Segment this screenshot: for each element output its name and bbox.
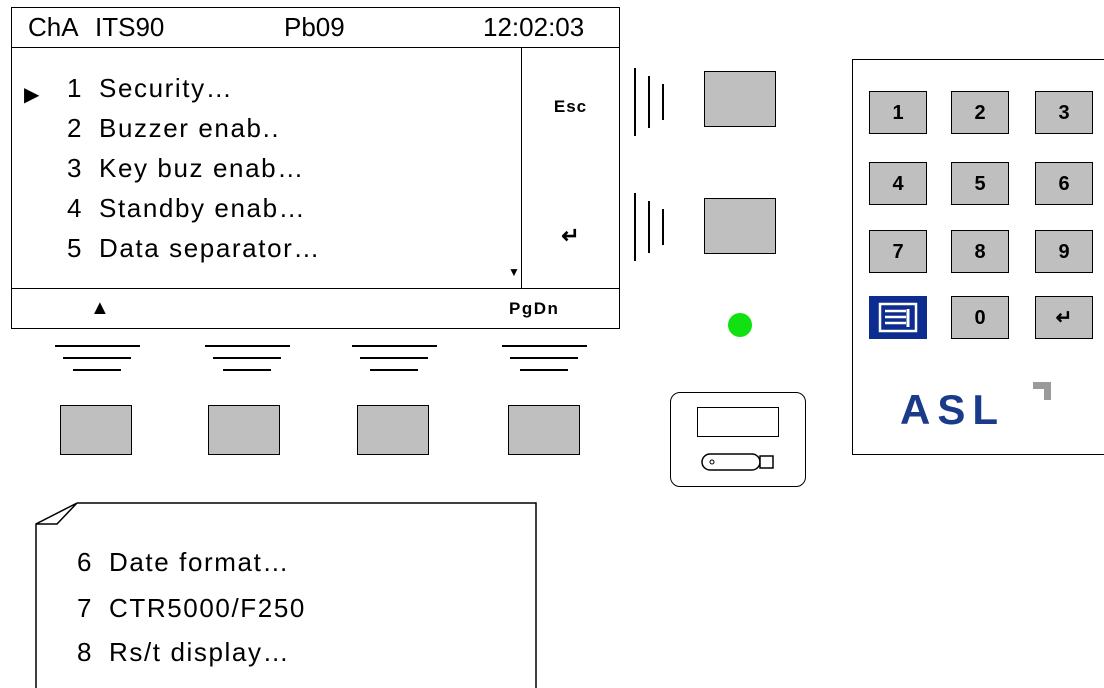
- key-5[interactable]: 5: [951, 162, 1009, 205]
- lcd-header: ChA ITS90 Pb09 12:02:03: [12, 8, 619, 48]
- menu-item-label: Key buz enab…: [99, 153, 305, 183]
- menu-item-label: Security…: [99, 73, 234, 103]
- softkey-2-button[interactable]: [208, 405, 280, 455]
- menu-item-data-separator[interactable]: 5 Data separator…: [67, 233, 321, 263]
- key-8[interactable]: 8: [951, 230, 1009, 273]
- up-arrow-icon: ▲: [90, 297, 110, 319]
- menu-item-key-buzzer[interactable]: 3 Key buz enab…: [67, 153, 305, 183]
- keypad-panel: 1 2 3 4 5 6 7 8 9 0 ↵ ASL: [852, 59, 1104, 455]
- esc-softkey-label: Esc: [553, 97, 588, 116]
- key-6[interactable]: 6: [1035, 162, 1093, 205]
- menu-item-label: Date format…: [109, 547, 291, 577]
- enter-softkey-label: ↵: [561, 223, 580, 248]
- usb-port: [670, 392, 806, 487]
- key-3[interactable]: 3: [1035, 91, 1093, 134]
- menu-item-number: 1: [67, 73, 84, 103]
- menu-item-standby[interactable]: 4 Standby enab…: [67, 193, 306, 223]
- key-enter[interactable]: ↵: [1035, 296, 1093, 339]
- menu-item-security[interactable]: 1 Security…: [67, 73, 233, 103]
- menu-item-label: Rs/t display…: [109, 637, 291, 667]
- menu-item-label: Data separator…: [99, 233, 321, 263]
- menu-item-label: Buzzer enab..: [99, 113, 281, 143]
- clock-label: 12:02:03: [483, 12, 585, 42]
- usb-slot: [697, 407, 779, 437]
- key-2[interactable]: 2: [951, 91, 1009, 134]
- menu-item-number: 6: [77, 547, 94, 577]
- menu-item-buzzer[interactable]: 2 Buzzer enab..: [67, 113, 280, 143]
- asl-logo: ASL: [900, 386, 1005, 433]
- menu-list: ▶ 1 Security… 2 Buzzer enab.. 3 Key buz ena…: [12, 48, 522, 288]
- softkey-up-button[interactable]: [60, 405, 132, 455]
- menu-item-number: 2: [67, 113, 84, 143]
- lcd-display: ChA ITS90 Pb09 12:02:03 ▶ 1 Security… 2 Bu…: [11, 7, 620, 329]
- continued-item-rst-display: 8 Rs/t display…: [77, 637, 290, 667]
- menu-item-number: 4: [67, 193, 84, 223]
- logo-corner-mark: [1033, 382, 1051, 400]
- softkey-3-button[interactable]: [357, 405, 429, 455]
- lcd-footer: ▲ PgDn: [12, 288, 619, 328]
- menu-item-number: 8: [77, 637, 94, 667]
- esc-button[interactable]: [704, 71, 776, 127]
- menu-screen-icon: [878, 302, 918, 333]
- enter-side-button[interactable]: [704, 198, 776, 254]
- probe-label: Pb09: [284, 12, 345, 42]
- key-0[interactable]: 0: [951, 296, 1009, 339]
- key-9[interactable]: 9: [1035, 230, 1093, 273]
- softkey-pgdn-button[interactable]: [508, 405, 580, 455]
- menu-item-number: 7: [77, 593, 94, 623]
- menu-item-label: Standby enab…: [99, 193, 307, 223]
- menu-item-number: 5: [67, 233, 84, 263]
- cursor-arrow-icon: ▶: [24, 84, 40, 106]
- scale-label: ITS90: [95, 12, 165, 42]
- status-led: [728, 313, 752, 337]
- channel-label: ChA: [28, 12, 79, 42]
- scroll-down-icon: ▼: [508, 265, 520, 279]
- key-4[interactable]: 4: [869, 162, 927, 205]
- usb-stick-icon: [701, 453, 774, 471]
- softkey-label-column: Esc ↵: [522, 48, 619, 288]
- esc-marker-lines: [634, 68, 684, 136]
- continued-item-date-format: 6 Date format…: [77, 547, 290, 577]
- pgdn-softkey-label: PgDn: [509, 299, 560, 318]
- menu-item-label: CTR5000/F250: [109, 593, 306, 623]
- continued-item-ctr5000: 7 CTR5000/F250: [77, 593, 306, 623]
- key-1[interactable]: 1: [869, 91, 927, 134]
- menu-item-number: 3: [67, 153, 84, 183]
- enter-marker-lines: [634, 193, 684, 261]
- menu-key[interactable]: [869, 296, 927, 339]
- key-7[interactable]: 7: [869, 230, 927, 273]
